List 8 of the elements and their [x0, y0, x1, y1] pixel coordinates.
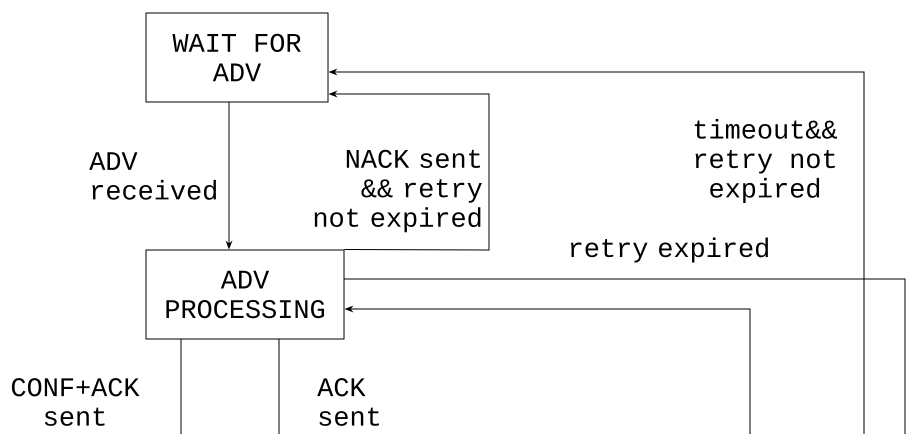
edge-label: retry expired [570, 237, 768, 263]
edge-label: ACK sent [317, 378, 379, 426]
state-box: WAIT FOR ADV [146, 12, 328, 102]
edge-label: NACK sent && retry not expired [314, 150, 482, 232]
edge-label: ADV received [89, 152, 216, 200]
edge-label: CONF+ACK sent [12, 378, 140, 426]
state-box: ADV PROCESSING [146, 250, 344, 340]
edge-label: timeout&& retry not expired [694, 118, 838, 204]
